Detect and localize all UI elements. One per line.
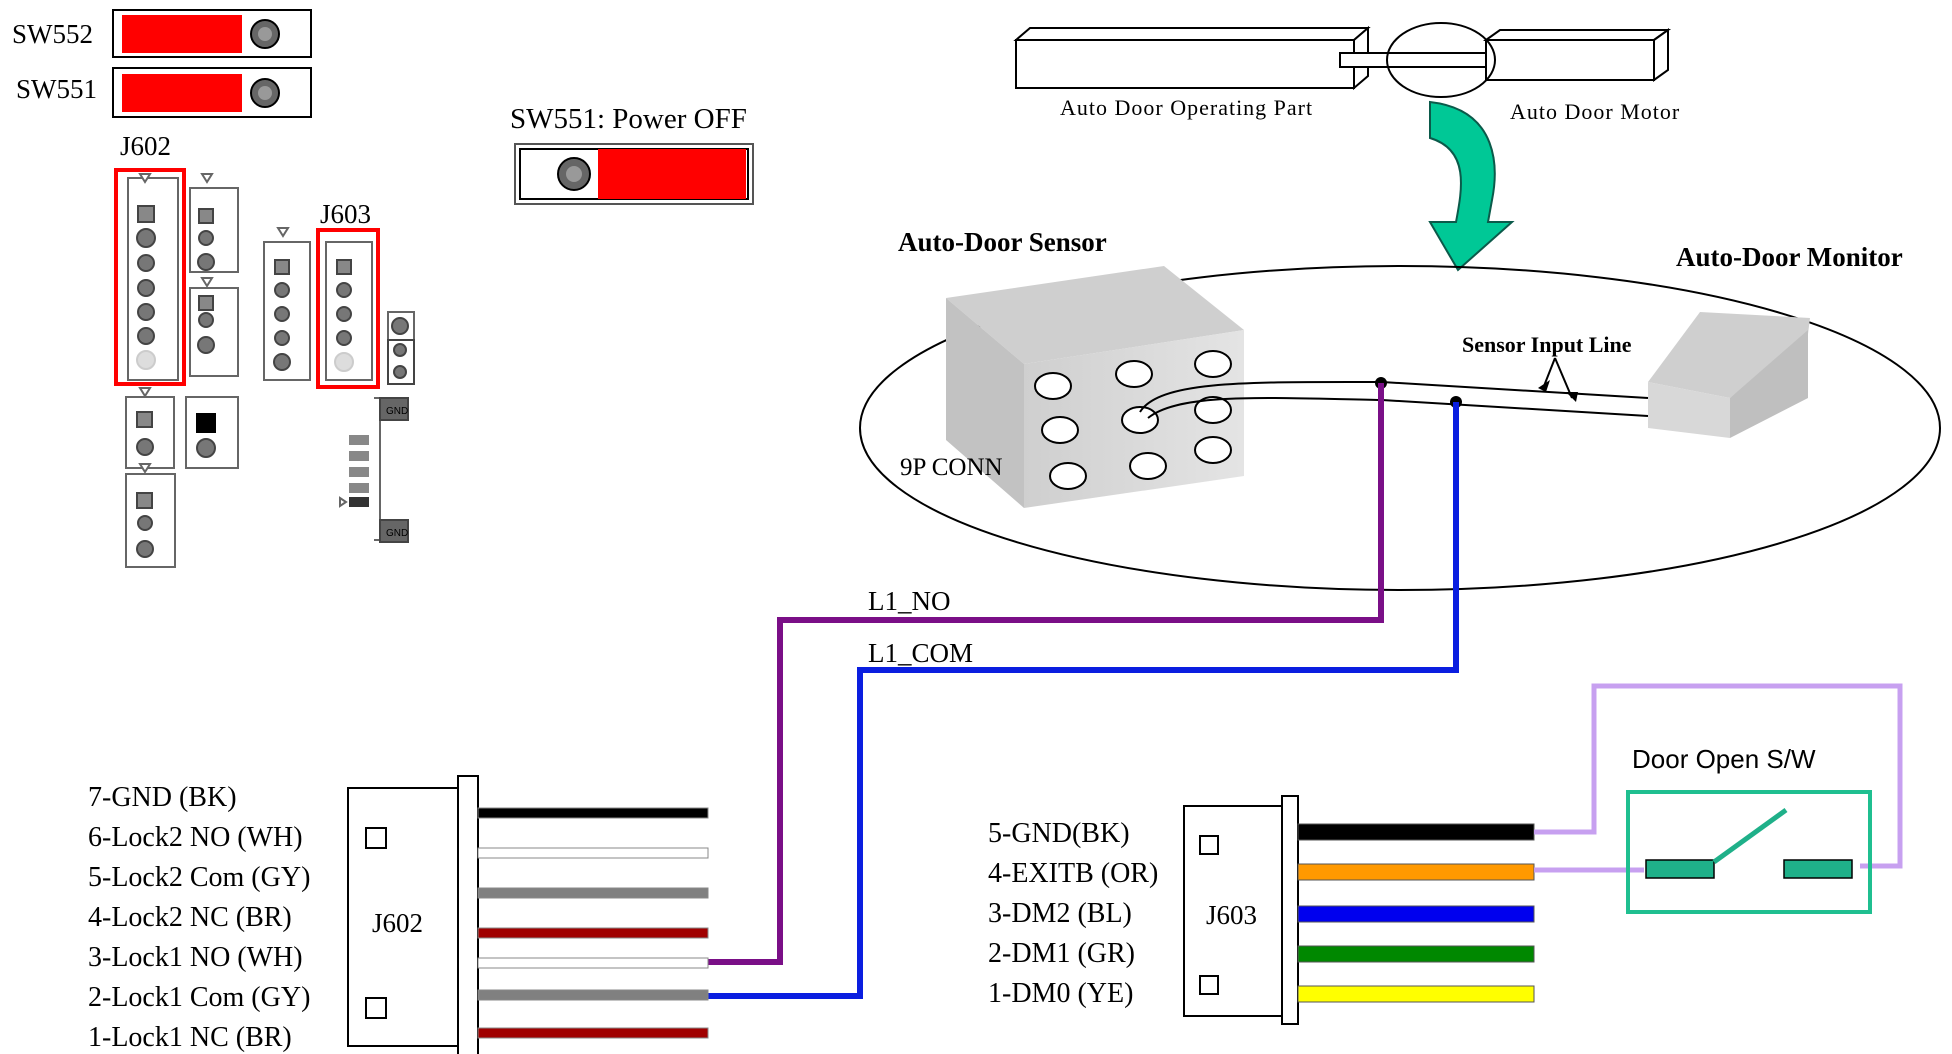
sw552-label: SW552 <box>12 19 93 49</box>
door-switch-contact-right <box>1783 859 1853 879</box>
auto-door-motor-label: Auto Door Motor <box>1510 99 1680 124</box>
sw552-red-slider <box>122 15 242 53</box>
j602-highlight-box <box>114 168 186 386</box>
j603-pin-3: 3-DM2 (BL) <box>988 898 1132 929</box>
l1-com-label: L1_COM <box>868 638 973 668</box>
j602-pin-4: 4-Lock2 NC (BR) <box>88 902 292 933</box>
sw551-label: SW551 <box>16 74 97 104</box>
9p-conn-label: 9P CONN <box>900 454 1003 481</box>
door-assembly <box>1013 22 1672 98</box>
j603-pin-labels: 5-GND(BK) 4-EXITB (OR) 3-DM2 (BL) 2-DM1 … <box>988 818 1158 1009</box>
j603-connector-label: J603 <box>1206 900 1257 930</box>
j603-connector: J603 <box>1183 795 1535 1025</box>
j602-pin-7: 7-GND (BK) <box>88 782 237 813</box>
l1-com-wire <box>708 402 1459 999</box>
gnd-small-label-bottom: GND <box>386 528 408 539</box>
j602-wire-2 <box>477 989 709 1001</box>
j602-wire-3 <box>477 957 709 969</box>
auto-door-monitor-box <box>1648 312 1810 438</box>
j602-wire-7 <box>477 807 709 819</box>
j602-header-illustration <box>125 173 415 568</box>
j603-pin-4: 4-EXITB (OR) <box>988 858 1158 889</box>
j603-highlight-box <box>316 228 380 389</box>
j602-pin-5: 5-Lock2 Com (GY) <box>88 862 310 893</box>
door-open-sw-label: Door Open S/W <box>1632 744 1816 774</box>
power-off-red-slider <box>598 149 746 199</box>
auto-door-sensor-cube <box>946 266 1244 508</box>
j603-pin-2: 2-DM1 (GR) <box>988 938 1135 969</box>
gnd-small-label-top: GND <box>386 406 408 417</box>
j603-wire-5 <box>1297 823 1535 841</box>
j602-pin-labels: 7-GND (BK) 6-Lock2 NO (WH) 5-Lock2 Com (… <box>88 782 310 1053</box>
j603-pin-1: 1-DM0 (YE) <box>988 978 1133 1009</box>
sw551-switch: SW551 <box>16 67 312 118</box>
curved-arrow-icon <box>1428 100 1515 272</box>
j603-pin-5: 5-GND(BK) <box>988 818 1130 849</box>
sensor-area-ellipse <box>859 265 1941 591</box>
sw551-red-slider <box>122 74 242 112</box>
j602-pin-1: 1-Lock1 NC (BR) <box>88 1022 292 1053</box>
j602-connector: J602 <box>347 775 709 1054</box>
j602-pin-6: 6-Lock2 NO (WH) <box>88 822 303 853</box>
auto-door-monitor-label: Auto-Door Monitor <box>1676 242 1903 272</box>
j602-pin-2: 2-Lock1 Com (GY) <box>88 982 310 1013</box>
j603-wire-4 <box>1297 863 1535 881</box>
j603-wire-2 <box>1297 945 1535 963</box>
j602-wire-5 <box>477 887 709 899</box>
sw551-power-off-switch <box>514 143 754 205</box>
j602-pin-3: 3-Lock1 NO (WH) <box>88 942 303 973</box>
j602-wire-6 <box>477 847 709 859</box>
lilac-wire-top <box>1534 683 1903 869</box>
door-open-switch-frame <box>1626 790 1872 914</box>
auto-door-operating-part-label: Auto Door Operating Part <box>1060 95 1313 120</box>
sensor-input-line-label: Sensor Input Line <box>1462 332 1632 357</box>
j603-wire-3 <box>1297 905 1535 923</box>
sw551-power-off-label: SW551: Power OFF <box>510 103 747 135</box>
j602-wire-1 <box>477 1027 709 1039</box>
door-switch-contact-left <box>1645 859 1715 879</box>
l1-no-wire <box>708 383 1384 965</box>
sw552-switch: SW552 <box>12 9 312 58</box>
door-switch-lever <box>1712 807 1788 865</box>
auto-door-sensor-label: Auto-Door Sensor <box>898 227 1107 257</box>
j603-wire-1 <box>1297 985 1535 1003</box>
l1-no-label: L1_NO <box>868 586 951 616</box>
j602-connector-label: J602 <box>372 908 423 938</box>
j603-top-label: J603 <box>320 199 371 229</box>
j602-top-label: J602 <box>120 131 171 161</box>
j602-wire-4 <box>477 927 709 939</box>
